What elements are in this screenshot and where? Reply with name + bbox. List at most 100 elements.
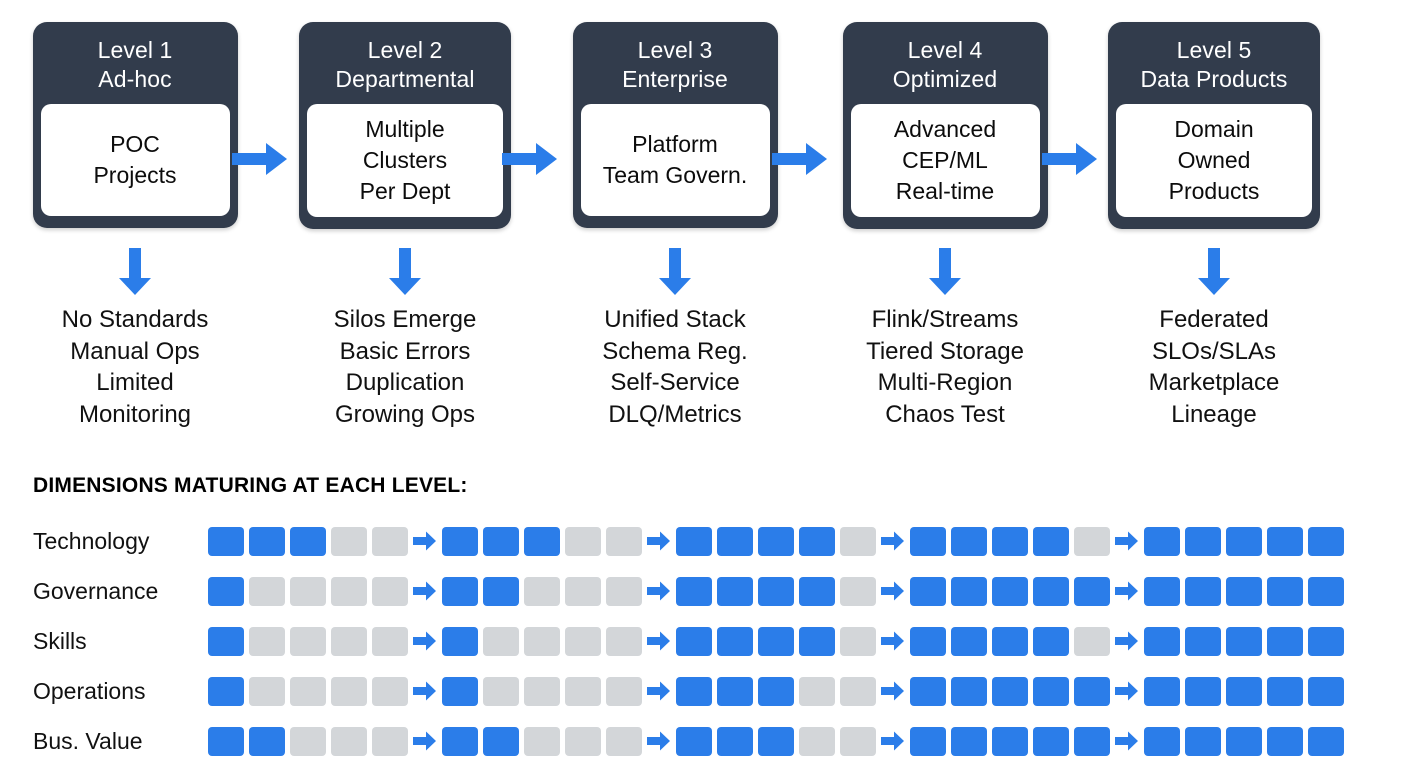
dimension-cell-filled (951, 526, 987, 556)
dimension-row: Governance (33, 566, 1383, 616)
dimension-cell-filled (442, 576, 478, 606)
dimension-arrow-right-icon (408, 631, 442, 651)
dimension-cell-filled (1226, 576, 1262, 606)
dimension-cell-filled (1267, 526, 1303, 556)
dimension-arrow-right-icon (408, 531, 442, 551)
dimension-cell-filled (1308, 726, 1344, 756)
dimension-arrow-right-icon (1110, 731, 1144, 751)
dimension-cell-filled (442, 726, 478, 756)
dimension-arrow-right-icon (642, 631, 676, 651)
dimension-group-level-1 (208, 626, 408, 656)
dimension-cell-filled (483, 576, 519, 606)
level-inner-line: Advanced (893, 116, 997, 142)
dimension-cell-filled (992, 676, 1028, 706)
dimension-cell-empty (372, 526, 408, 556)
dimension-cell-filled (1226, 726, 1262, 756)
dimension-cell-filled (1144, 526, 1180, 556)
dimension-cell-filled (208, 676, 244, 706)
dimension-cell-empty (290, 576, 326, 606)
dimension-cell-empty (799, 676, 835, 706)
dimension-cell-filled (208, 576, 244, 606)
dimension-cell-filled (758, 676, 794, 706)
dimension-cell-filled (992, 726, 1028, 756)
level-subtitle: Optimized (892, 66, 998, 92)
level-inner-line: Real-time (895, 178, 995, 204)
dimension-label: Skills (33, 627, 87, 654)
dimension-arrow-right-icon (1110, 631, 1144, 651)
dimension-cell-filled (1074, 576, 1110, 606)
dimension-cell-filled (1308, 576, 1344, 606)
level-inner-line: Team Govern. (602, 162, 748, 188)
dimension-groups (208, 676, 1344, 706)
level-inner-line: Platform (632, 131, 718, 157)
dimension-cell-empty (606, 626, 642, 656)
dimension-cell-filled (1033, 526, 1069, 556)
level-detail-line: Limited (96, 369, 174, 396)
level-detail-line: SLOs/SLAs (1151, 337, 1277, 365)
dimension-arrow-right-icon (1110, 531, 1144, 551)
level-title: Level 5 (1176, 37, 1252, 63)
dimension-group-level-4 (910, 576, 1110, 606)
dimension-cell-empty (483, 676, 519, 706)
dimension-group-level-5 (1144, 526, 1344, 556)
dimension-cell-empty (799, 726, 835, 756)
dimension-cell-empty (565, 726, 601, 756)
level-inner-line: Domain (1174, 116, 1254, 142)
dimension-group-level-1 (208, 526, 408, 556)
dimension-cell-filled (799, 526, 835, 556)
dimension-groups (208, 626, 1344, 656)
dimension-group-level-2 (442, 626, 642, 656)
dimension-arrow-right-icon (642, 531, 676, 551)
dimension-cell-filled (951, 676, 987, 706)
dimension-arrow-right-icon (642, 731, 676, 751)
dimension-cell-empty (524, 676, 560, 706)
dimension-cell-empty (249, 576, 285, 606)
dimension-cell-empty (606, 526, 642, 556)
dimension-cell-empty (290, 726, 326, 756)
dimension-cell-empty (331, 676, 367, 706)
dimension-group-level-5 (1144, 576, 1344, 606)
level-subtitle: Enterprise (622, 66, 728, 92)
dimension-row: Technology (33, 516, 1383, 566)
level-subtitle: Ad-hoc (98, 66, 172, 92)
level-inner-line: Owned (1177, 147, 1251, 173)
dimension-cell-filled (717, 676, 753, 706)
level-detail-line: Unified Stack (604, 306, 746, 333)
dimension-arrow-right-icon (642, 581, 676, 601)
dimension-cell-filled (1074, 726, 1110, 756)
dimension-cell-filled (910, 526, 946, 556)
dimension-cell-filled (1185, 526, 1221, 556)
level-detail-line: Duplication (345, 369, 465, 396)
dimension-group-level-1 (208, 676, 408, 706)
dimension-cell-empty (840, 676, 876, 706)
dimension-cell-filled (1185, 626, 1221, 656)
dimension-groups (208, 526, 1344, 556)
level-detail-line: Marketplace (1148, 369, 1280, 396)
dimension-cell-filled (290, 526, 326, 556)
dimension-cell-empty (331, 626, 367, 656)
level-detail-line: Federated (1159, 306, 1269, 333)
dimension-cell-filled (1267, 626, 1303, 656)
dimension-group-level-3 (676, 676, 876, 706)
dimension-cell-empty (249, 626, 285, 656)
dimension-cell-filled (1226, 676, 1262, 706)
dimension-row: Operations (33, 666, 1383, 716)
dimension-label: Technology (33, 527, 150, 554)
dimension-group-level-2 (442, 526, 642, 556)
dimension-cell-filled (717, 526, 753, 556)
dimension-cell-filled (1308, 676, 1344, 706)
dimension-label: Governance (33, 577, 159, 604)
dimension-arrow-right-icon (408, 681, 442, 701)
